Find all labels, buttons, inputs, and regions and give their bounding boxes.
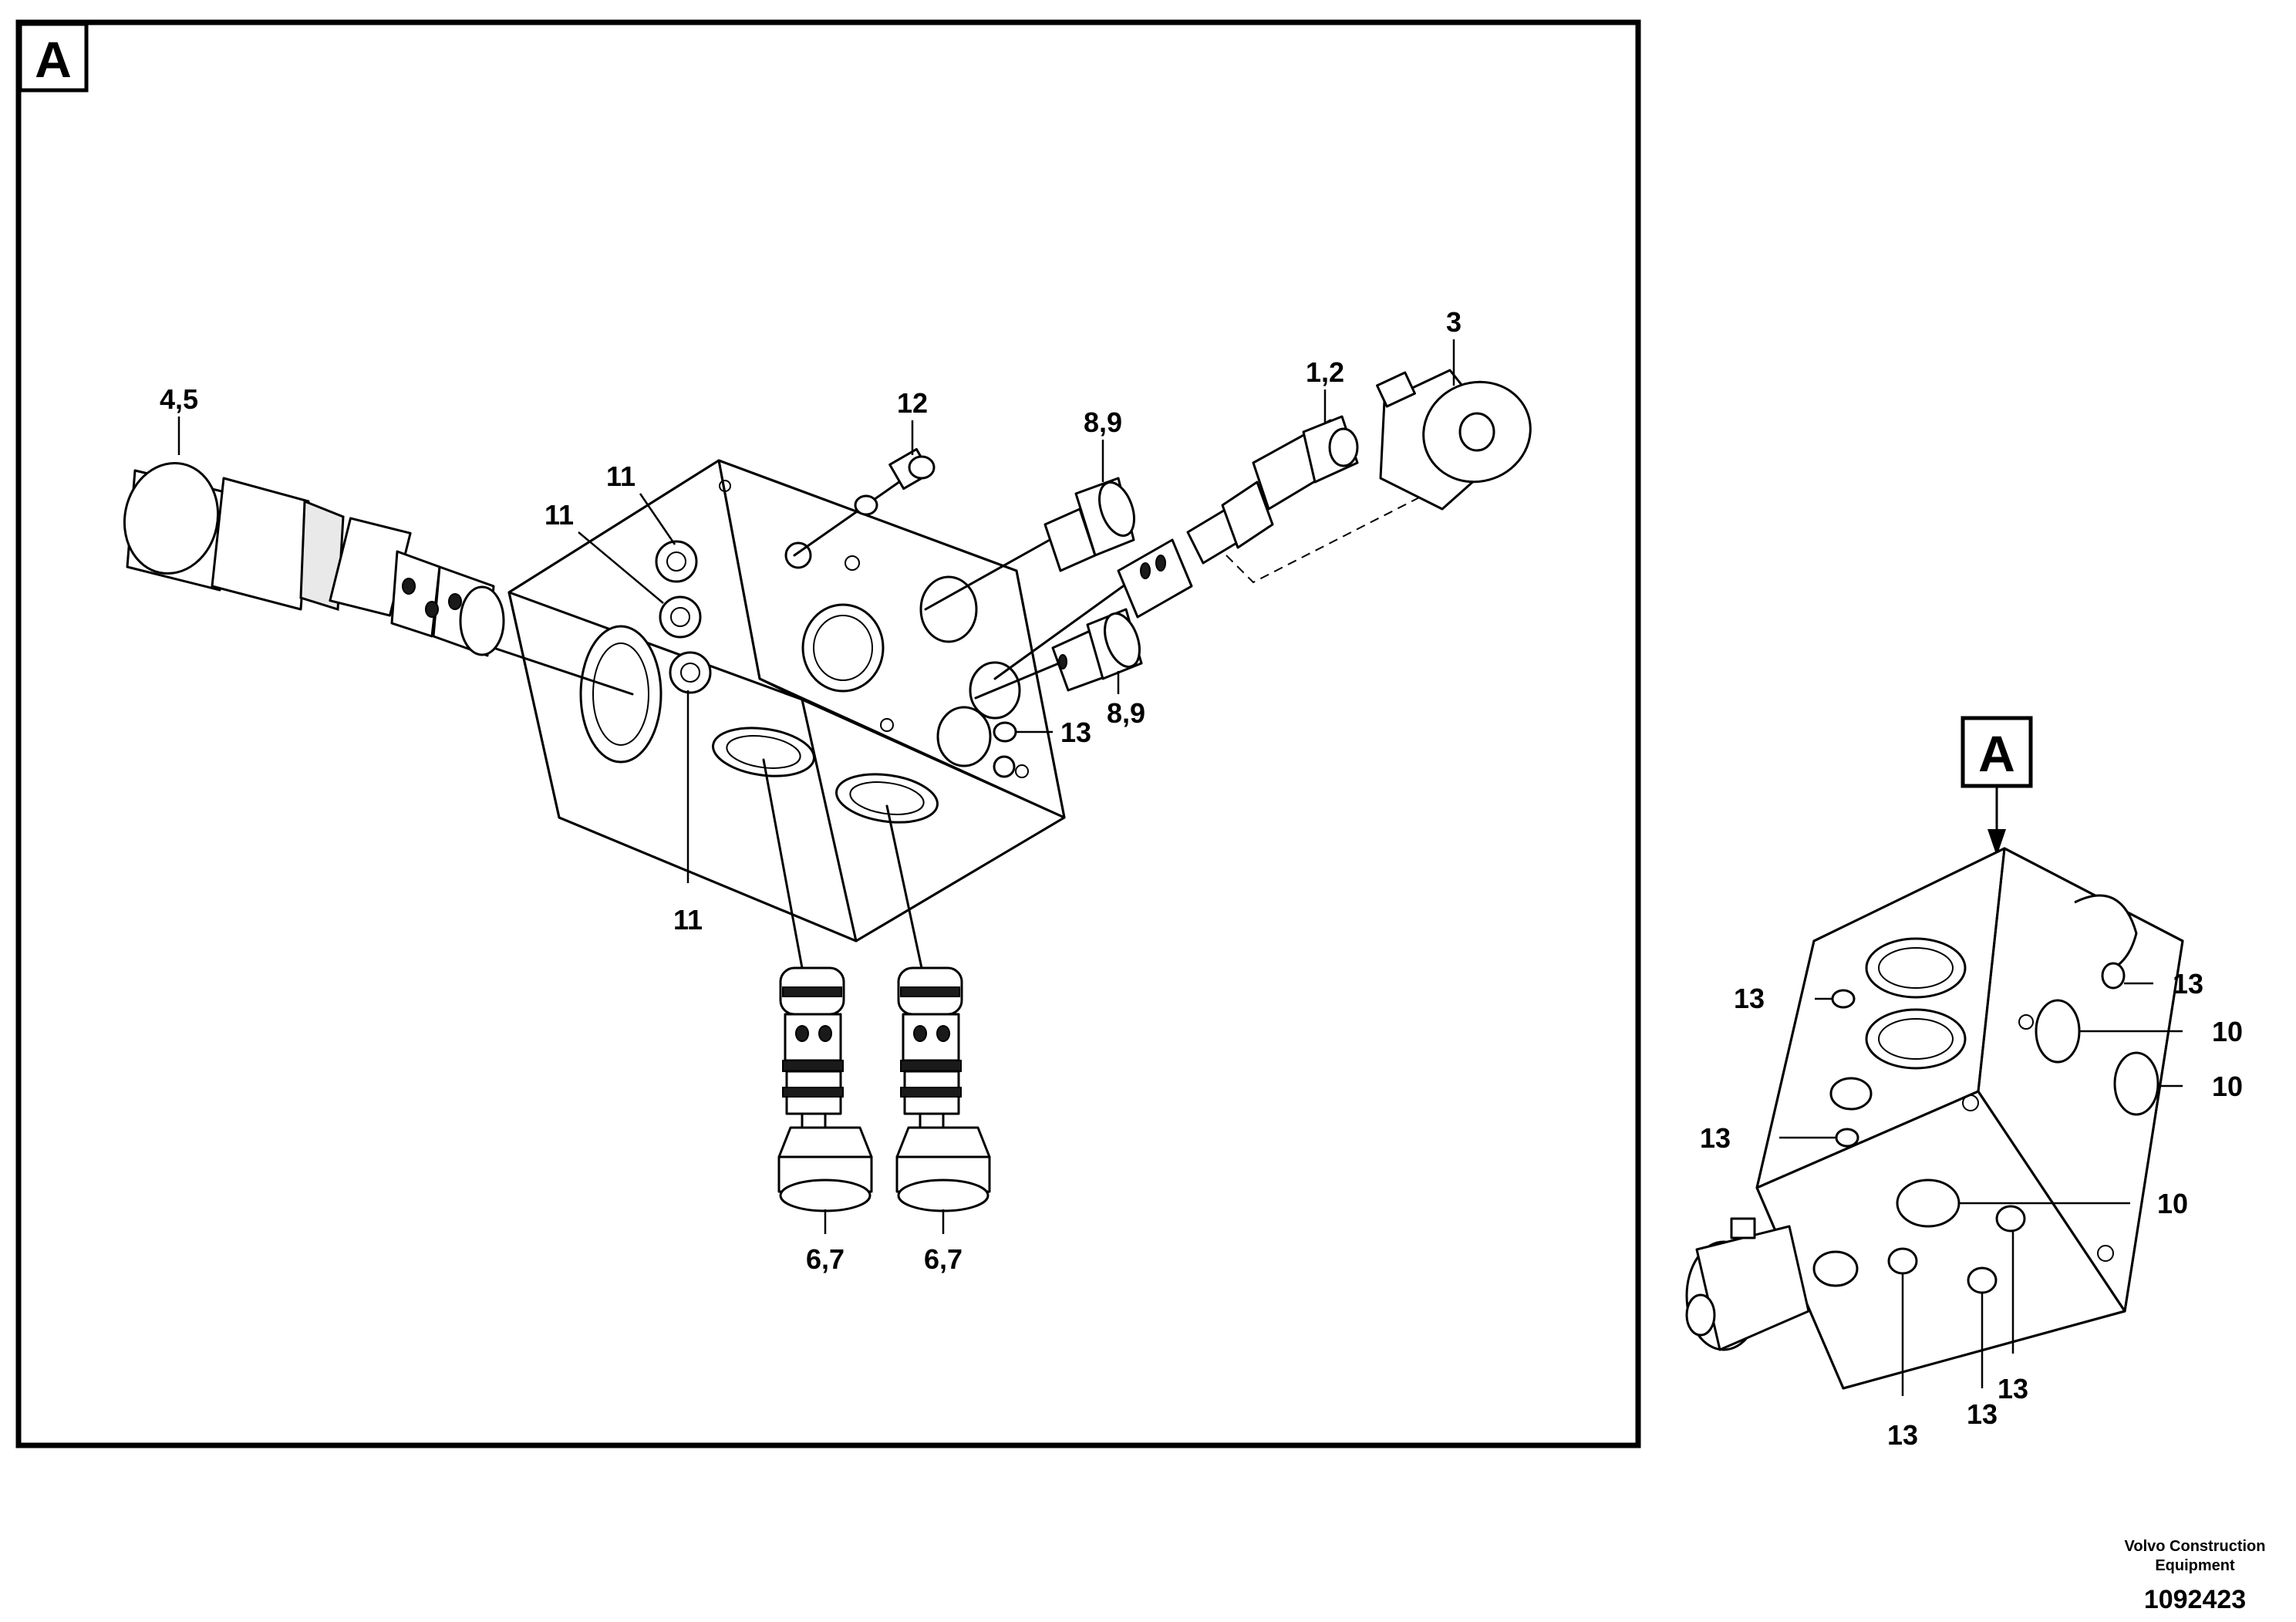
detail-port-10-a-label: 10 [2212, 1016, 2243, 1047]
cartridge-upper-label: 8,9 [1084, 406, 1122, 438]
cartridge-right-part: 6,7 [885, 804, 991, 1275]
seal-11-label-b: 11 [544, 499, 574, 531]
plug-13-label: 13 [1060, 717, 1091, 748]
relief-valve-part: 4,5 [123, 383, 634, 696]
detail-port-10-c-label: 10 [2157, 1188, 2188, 1219]
cartridge-left-label: 6,7 [806, 1243, 845, 1275]
plug-13-part: 13 [993, 717, 1091, 748]
solenoid-cartridge-label: 1,2 [1306, 356, 1344, 388]
main-view-frame [15, 19, 1641, 1448]
cartridge-upper-part: 8,9 [924, 406, 1135, 611]
detail-plug-top-right-label: 13 [2173, 968, 2203, 1000]
plug-12-part: 12 [793, 387, 936, 557]
detail-letter: A [1978, 725, 2015, 782]
drawing-number: 1092423 [2144, 1585, 2246, 1614]
solenoid-cartridge-part: 1,2 [993, 356, 1359, 680]
footer: Volvo Construction Equipment 1092423 [2125, 1538, 2266, 1614]
seal-11-group [655, 540, 712, 694]
cartridge-middle-part: 8,9 [974, 608, 1145, 729]
main-view: A [15, 19, 1641, 1448]
valve-block [507, 459, 1066, 943]
view-letter: A [35, 31, 72, 88]
detail-view: A [1685, 716, 2243, 1451]
seal-11-label-a: 11 [606, 460, 636, 492]
seal-11-label-c: 11 [673, 904, 703, 936]
detail-plug-left-mid-label: 13 [1700, 1122, 1731, 1154]
detail-letter-box [1961, 716, 2033, 788]
detail-port-10-b-label: 10 [2212, 1071, 2243, 1102]
plug-12-label: 12 [897, 387, 928, 419]
cartridge-right-label: 6,7 [924, 1243, 963, 1275]
company-name-line2: Equipment [2155, 1557, 2235, 1574]
coil-part: 3 [1226, 306, 1532, 584]
cartridge-middle-label: 8,9 [1107, 697, 1145, 729]
detail-pointer-arrow [1988, 829, 2006, 856]
detail-plug-top-left-label: 13 [1734, 983, 1765, 1014]
relief-valve-label: 4,5 [160, 383, 198, 415]
detail-plug-bottom-a-label: 13 [1887, 1419, 1918, 1451]
coil-label: 3 [1446, 306, 1462, 338]
detail-plug-bottom-b-label: 13 [1967, 1398, 1998, 1430]
detail-plug-bottom-c-label: 13 [1998, 1373, 2028, 1404]
view-letter-box [18, 22, 89, 93]
company-name-line1: Volvo Construction [2125, 1538, 2266, 1555]
cartridge-left-part: 6,7 [762, 758, 873, 1275]
